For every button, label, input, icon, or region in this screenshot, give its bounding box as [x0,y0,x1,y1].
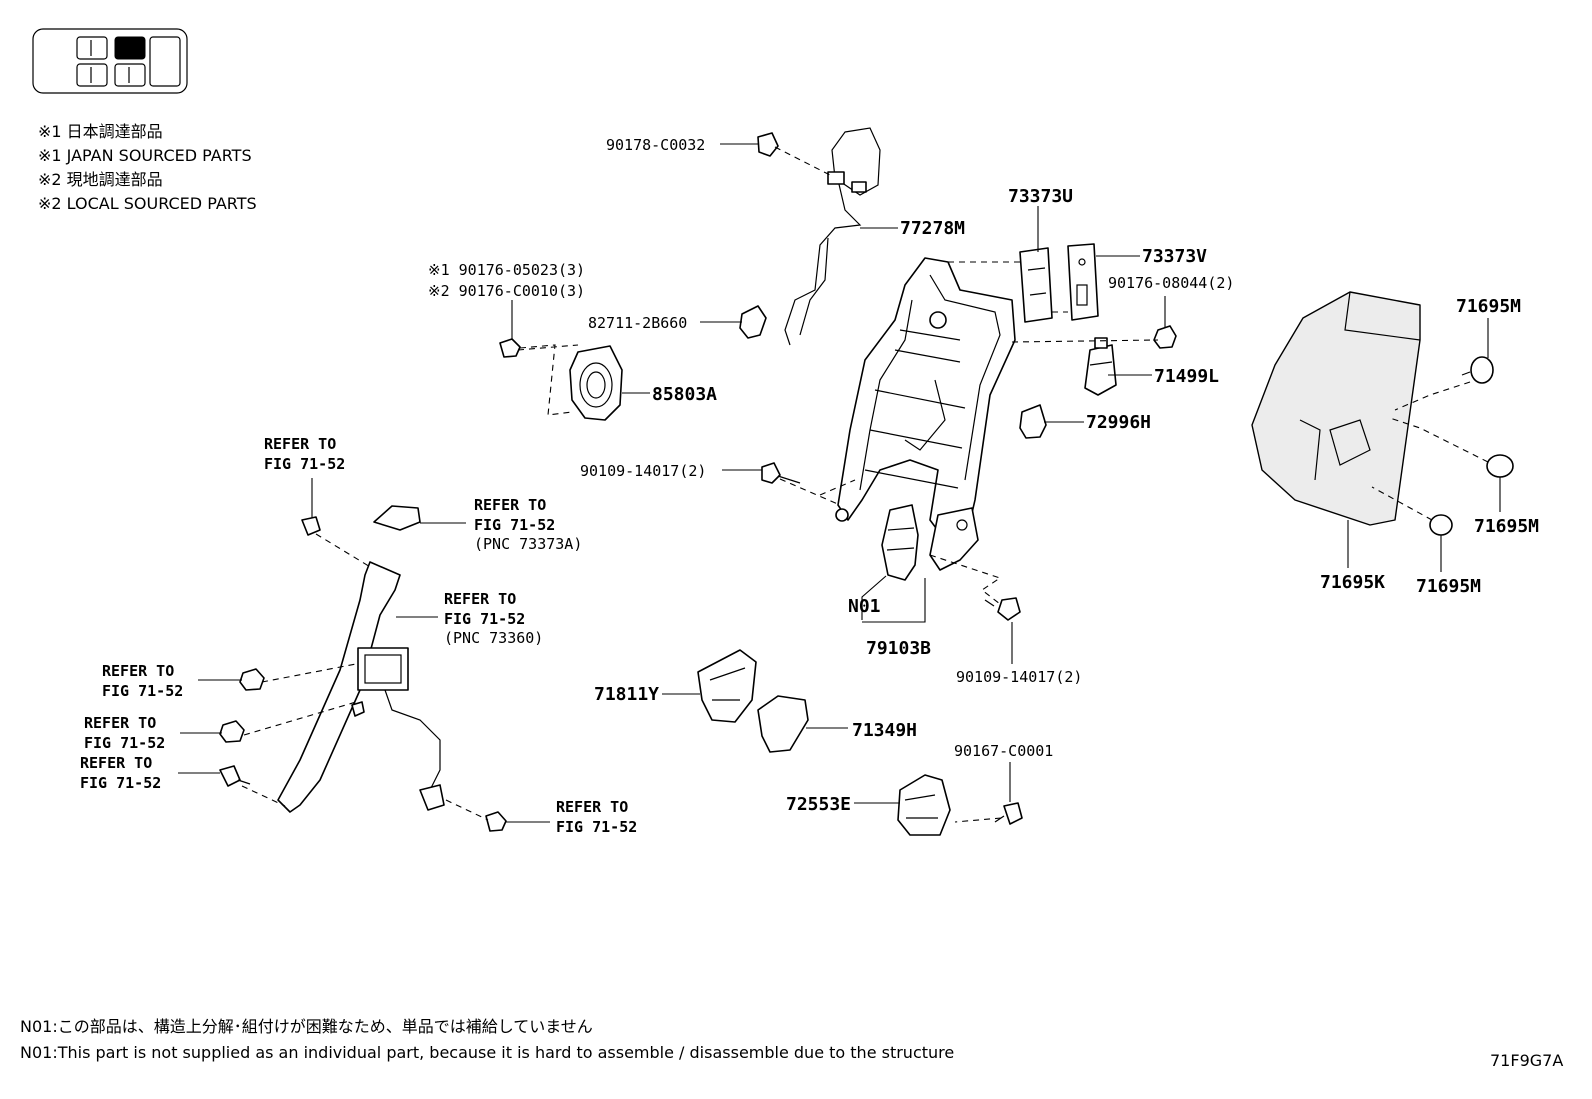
note-line: ※1 JAPAN SOURCED PARTS [38,146,252,165]
refer-label: (PNC 73373A) [474,535,582,553]
label-77278m: 77278M [900,218,965,239]
refer-label: REFER TO [556,798,628,816]
recliner-motor [881,504,979,581]
figure-code: 71F9G7A [1490,1051,1563,1070]
label-71695m-right: 71695M [1474,516,1539,537]
harness-77278m [784,127,881,346]
clip-71695m-1 [1461,356,1494,384]
bolt-90109-lower [984,597,1021,621]
refer-label: REFER TO [264,435,336,453]
bolt-left-3 [219,765,251,787]
label-90178-c0032: 90178-C0032 [606,136,705,154]
cover-left-73373a [373,505,421,531]
note-line: ※1 日本調達部品 [38,122,163,141]
refer-label: REFER TO [474,496,546,514]
label-71695k: 71695K [1320,572,1385,593]
label-90176-c0010: ※2 90176-C0010(3) [428,282,585,300]
note-line: N01:This part is not supplied as an indi… [20,1043,954,1062]
label-72553e: 72553E [786,794,851,815]
bolt-90109-upper [761,462,801,484]
refer-label: FIG 71-52 [264,455,345,473]
label-90109-14017-lower: 90109-14017(2) [956,668,1082,686]
structure-notes: N01:この部品は、構造上分解･組付けが困難なため、単品では補給していません N… [20,1017,954,1062]
cover-72996h [1019,404,1047,439]
seat-back-frame [835,257,1016,541]
cover-71349h [757,695,809,753]
clip-71695m-2 [1486,454,1514,478]
label-71695m-bottom: 71695M [1416,576,1481,597]
label-90109-14017-upper: 90109-14017(2) [580,462,706,480]
refer-label: REFER TO [444,590,516,608]
nut-left-4 [485,811,507,832]
nut-90176-08044 [1153,325,1177,349]
refer-label: FIG 71-52 [102,682,183,700]
label-90176-05023: ※1 90176-05023(3) [428,261,585,279]
seat-back-board-71695k [1251,291,1421,526]
bolt-left-top [301,516,321,536]
part-labels: 90178-C0032 77278M 73373U 73373V 90176-0… [428,136,1539,815]
refer-label: FIG 71-52 [84,734,165,752]
refer-label: FIG 71-52 [474,516,555,534]
note-line: ※2 LOCAL SOURCED PARTS [38,194,257,213]
refer-label: FIG 71-52 [444,610,525,628]
note-line: N01:この部品は、構造上分解･組付けが困難なため、単品では補給していません [20,1017,593,1036]
nut-left-2 [219,720,245,743]
screw-90167 [994,802,1023,825]
label-71695m-top: 71695M [1456,296,1521,317]
label-71811y: 71811Y [594,684,659,705]
label-71499l: 71499L [1154,366,1219,387]
refer-label: REFER TO [102,662,174,680]
seat-position-locator-icon [32,28,188,94]
bracket-82711 [739,305,767,339]
refer-label: FIG 71-52 [556,818,637,836]
clip-90178 [757,132,779,157]
label-n01: N01 [848,596,881,617]
dashed-lines [241,146,1489,823]
bracket-73373v [1067,243,1099,321]
note-line: ※2 現地調達部品 [38,170,163,189]
nut-90176-05023 [499,338,521,358]
cover-72553e [897,774,951,836]
refer-label: FIG 71-52 [80,774,161,792]
refer-labels: REFER TO FIG 71-52 REFER TO FIG 71-52 (P… [80,435,637,836]
switch-71499l [1084,337,1117,396]
label-73373u: 73373U [1008,186,1073,207]
label-90167-c0001: 90167-C0001 [954,742,1053,760]
label-72996h: 72996H [1086,412,1151,433]
refer-label: (PNC 73360) [444,629,543,647]
label-73373v: 73373V [1142,246,1207,267]
label-85803a: 85803A [652,384,717,405]
bracket-73373u [1019,247,1053,323]
leader-lines [178,143,1501,823]
label-82711-2b660: 82711-2B660 [588,314,687,332]
label-90176-08044: 90176-08044(2) [1108,274,1234,292]
nut-left-1 [239,668,265,691]
seatbelt-assembly [277,561,445,813]
sourcing-notes: ※1 日本調達部品 ※1 JAPAN SOURCED PARTS ※2 現地調達… [38,122,257,213]
part-85803a [569,345,623,421]
refer-label: REFER TO [84,714,156,732]
refer-label: REFER TO [80,754,152,772]
label-71349h: 71349H [852,720,917,741]
cover-71811y [697,649,757,723]
label-79103b: 79103B [866,638,931,659]
clip-71695m-3 [1429,514,1453,536]
